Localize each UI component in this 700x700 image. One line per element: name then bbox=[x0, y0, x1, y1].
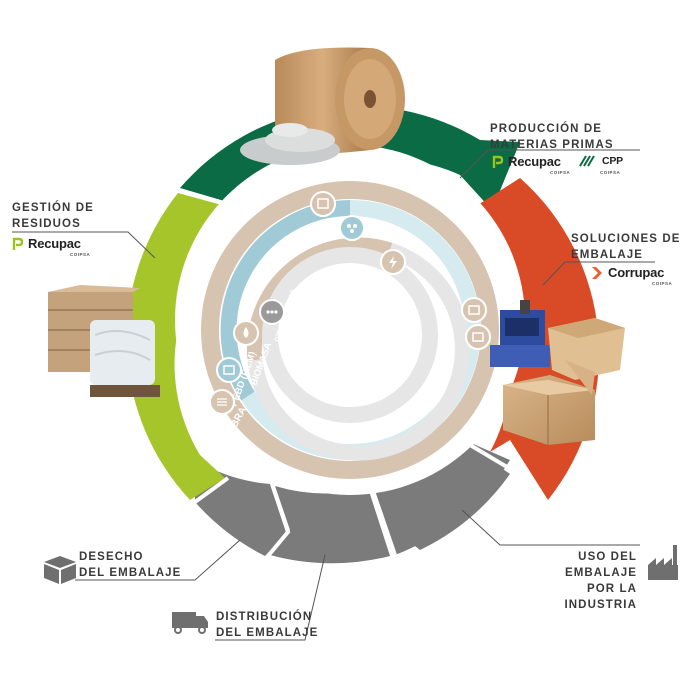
label-uso-line1: USO DEL EMBALAJE bbox=[564, 551, 637, 579]
logo-cpp: CPP COIPSA bbox=[578, 154, 623, 175]
cpp-logo-icon bbox=[579, 155, 595, 167]
corrupac-sub: COIPSA bbox=[652, 281, 673, 286]
cpp-name: CPP bbox=[602, 155, 623, 167]
callout-uso bbox=[461, 509, 640, 546]
ring-icons bbox=[209, 191, 491, 415]
label-distribucion-line1: DISTRIBUCIÓN bbox=[216, 611, 313, 623]
callout-gestion bbox=[12, 231, 156, 259]
truck-icon bbox=[172, 612, 208, 634]
segment-gestion bbox=[126, 193, 258, 500]
callout-produccion bbox=[459, 149, 640, 179]
bales-image bbox=[48, 285, 160, 397]
recupac-logo-icon-2 bbox=[12, 237, 24, 250]
label-soluciones: SOLUCIONES DE EMBALAJE bbox=[571, 231, 681, 263]
cpp-sub: COIPSA bbox=[600, 170, 621, 175]
ring-otros bbox=[262, 247, 438, 423]
box-icon-2 bbox=[465, 324, 491, 350]
recupac-name-2: Recupac bbox=[28, 236, 81, 251]
drop-icon bbox=[233, 320, 259, 346]
callout-desecho bbox=[75, 539, 241, 581]
recupac-name: Recupac bbox=[508, 154, 561, 169]
dots-icon bbox=[259, 299, 285, 325]
label-desecho: DESECHO DEL EMBALAJE bbox=[79, 549, 181, 581]
recupac-sub: COIPSA bbox=[550, 170, 571, 175]
label-produccion-line1: PRODUCCIÓN DE bbox=[490, 123, 603, 135]
label-desecho-line2: DEL EMBALAJE bbox=[79, 567, 182, 579]
pellets-icon bbox=[339, 215, 365, 241]
label-distribucion: DISTRIBUCIÓN DEL EMBALAJE bbox=[216, 609, 318, 641]
recupac-sub-2: COIPSA bbox=[70, 252, 91, 257]
energy-icon bbox=[380, 249, 406, 275]
machine-image bbox=[490, 300, 550, 367]
boxes-image bbox=[503, 318, 625, 445]
ring-fibra bbox=[201, 181, 499, 479]
label-soluciones-line1: SOLUCIONES DE bbox=[571, 233, 681, 245]
box-icon bbox=[461, 297, 487, 323]
logo-recupac-produccion: Recupac COIPSA bbox=[492, 154, 570, 175]
ring-biomasa-light bbox=[247, 242, 470, 461]
label-gestion-line2: RESIDUOS bbox=[12, 218, 81, 230]
factory-icon bbox=[648, 545, 678, 580]
film-icon bbox=[216, 357, 242, 383]
label-uso-line2: POR LA INDUSTRIA bbox=[564, 583, 637, 611]
logo-recupac-gestion: Recupac COIPSA bbox=[12, 236, 90, 257]
label-produccion-line2: MATERIAS PRIMAS bbox=[490, 139, 614, 151]
open-box-icon bbox=[44, 556, 76, 584]
corrupac-name: Corrupac bbox=[608, 265, 665, 280]
label-desecho-line1: DESECHO bbox=[79, 551, 144, 563]
label-distribucion-line2: DEL EMBALAJE bbox=[216, 627, 319, 639]
label-gestion-line1: GESTIÓN DE bbox=[12, 202, 94, 214]
segment-uso-main bbox=[372, 436, 510, 555]
label-soluciones-line2: EMBALAJE bbox=[571, 249, 644, 261]
logo-corrupac: Corrupac COIPSA bbox=[590, 265, 672, 286]
fiber-icon bbox=[209, 389, 235, 415]
callout-distribucion bbox=[215, 554, 326, 641]
paper-roll-icon bbox=[310, 191, 336, 217]
corrupac-logo-icon bbox=[592, 266, 602, 279]
label-uso: USO DEL EMBALAJE POR LA INDUSTRIA bbox=[520, 549, 637, 613]
segment-distribucion bbox=[270, 486, 390, 564]
label-produccion: PRODUCCIÓN DE MATERIAS PRIMAS bbox=[490, 121, 614, 153]
callout-soluciones bbox=[542, 261, 655, 286]
callout-lines bbox=[12, 149, 655, 641]
pellets-image bbox=[240, 123, 340, 165]
recupac-logo-icon bbox=[492, 155, 504, 168]
label-gestion: GESTIÓN DE RESIDUOS bbox=[12, 200, 94, 232]
